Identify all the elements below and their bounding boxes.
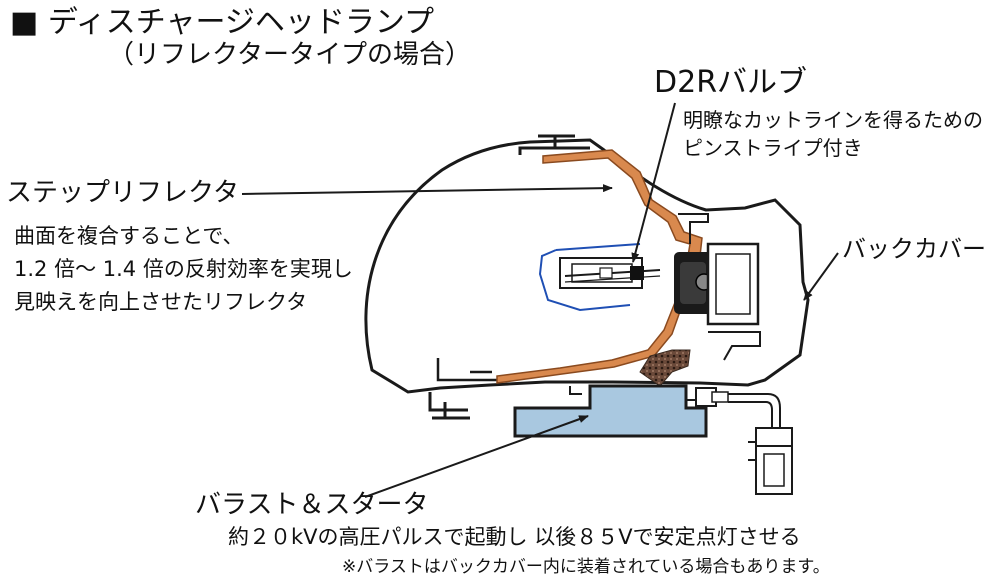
ballast-label: バラスト＆スタータ <box>195 490 429 520</box>
page-subtitle: （リフレクタータイプの場合） <box>108 40 471 70</box>
foam-gasket <box>639 349 691 387</box>
bottom-mount-bracket <box>428 392 470 420</box>
step-reflector <box>496 149 703 384</box>
power-connector-plug <box>748 427 793 495</box>
reflector-description-line: 曲面を複合することで、 <box>14 224 244 248</box>
ballast-leader-arrow <box>364 415 589 498</box>
bulb-leader-arrow <box>631 102 676 263</box>
bulb-description-line: ピンストライプ付き <box>683 136 863 160</box>
ballast-description-line: 約２０kVの高圧パルスで起動し 以後８５Vで安定点灯させる <box>228 525 801 549</box>
housing-rim <box>436 358 500 382</box>
bulb-label: D2Rバルブ <box>654 65 808 100</box>
back-cover-leader-arrow <box>803 252 839 301</box>
bulb-socket <box>674 252 713 314</box>
reflector-description-line: 1.2 倍～ 1.4 倍の反射効率を実現し <box>14 257 353 281</box>
d2r-bulb <box>559 257 661 289</box>
reflector-label: ステップリフレクタ <box>6 178 239 208</box>
reflector-mount <box>678 213 709 244</box>
reflector-description-line: 見映えを向上させたリフレクタ <box>14 290 308 314</box>
power-cable <box>695 387 781 428</box>
top-mount-bracket <box>518 134 590 155</box>
back-cover-label: バックカバー <box>842 235 986 263</box>
bulb-glass-outline <box>538 243 641 312</box>
ballast-footnote: ※バラストはバックカバー内に装着されている場合もあります。 <box>342 557 830 577</box>
ballast-box <box>513 384 708 438</box>
page-title: ■ ディスチャージヘッドランプ <box>10 5 434 40</box>
bulb-connector <box>706 242 761 361</box>
reflector-leader-arrow <box>241 184 613 195</box>
bulb-description-line: 明瞭なカットラインを得るための <box>683 108 983 132</box>
housing-outline <box>364 138 810 394</box>
ballast-mount <box>569 386 696 401</box>
